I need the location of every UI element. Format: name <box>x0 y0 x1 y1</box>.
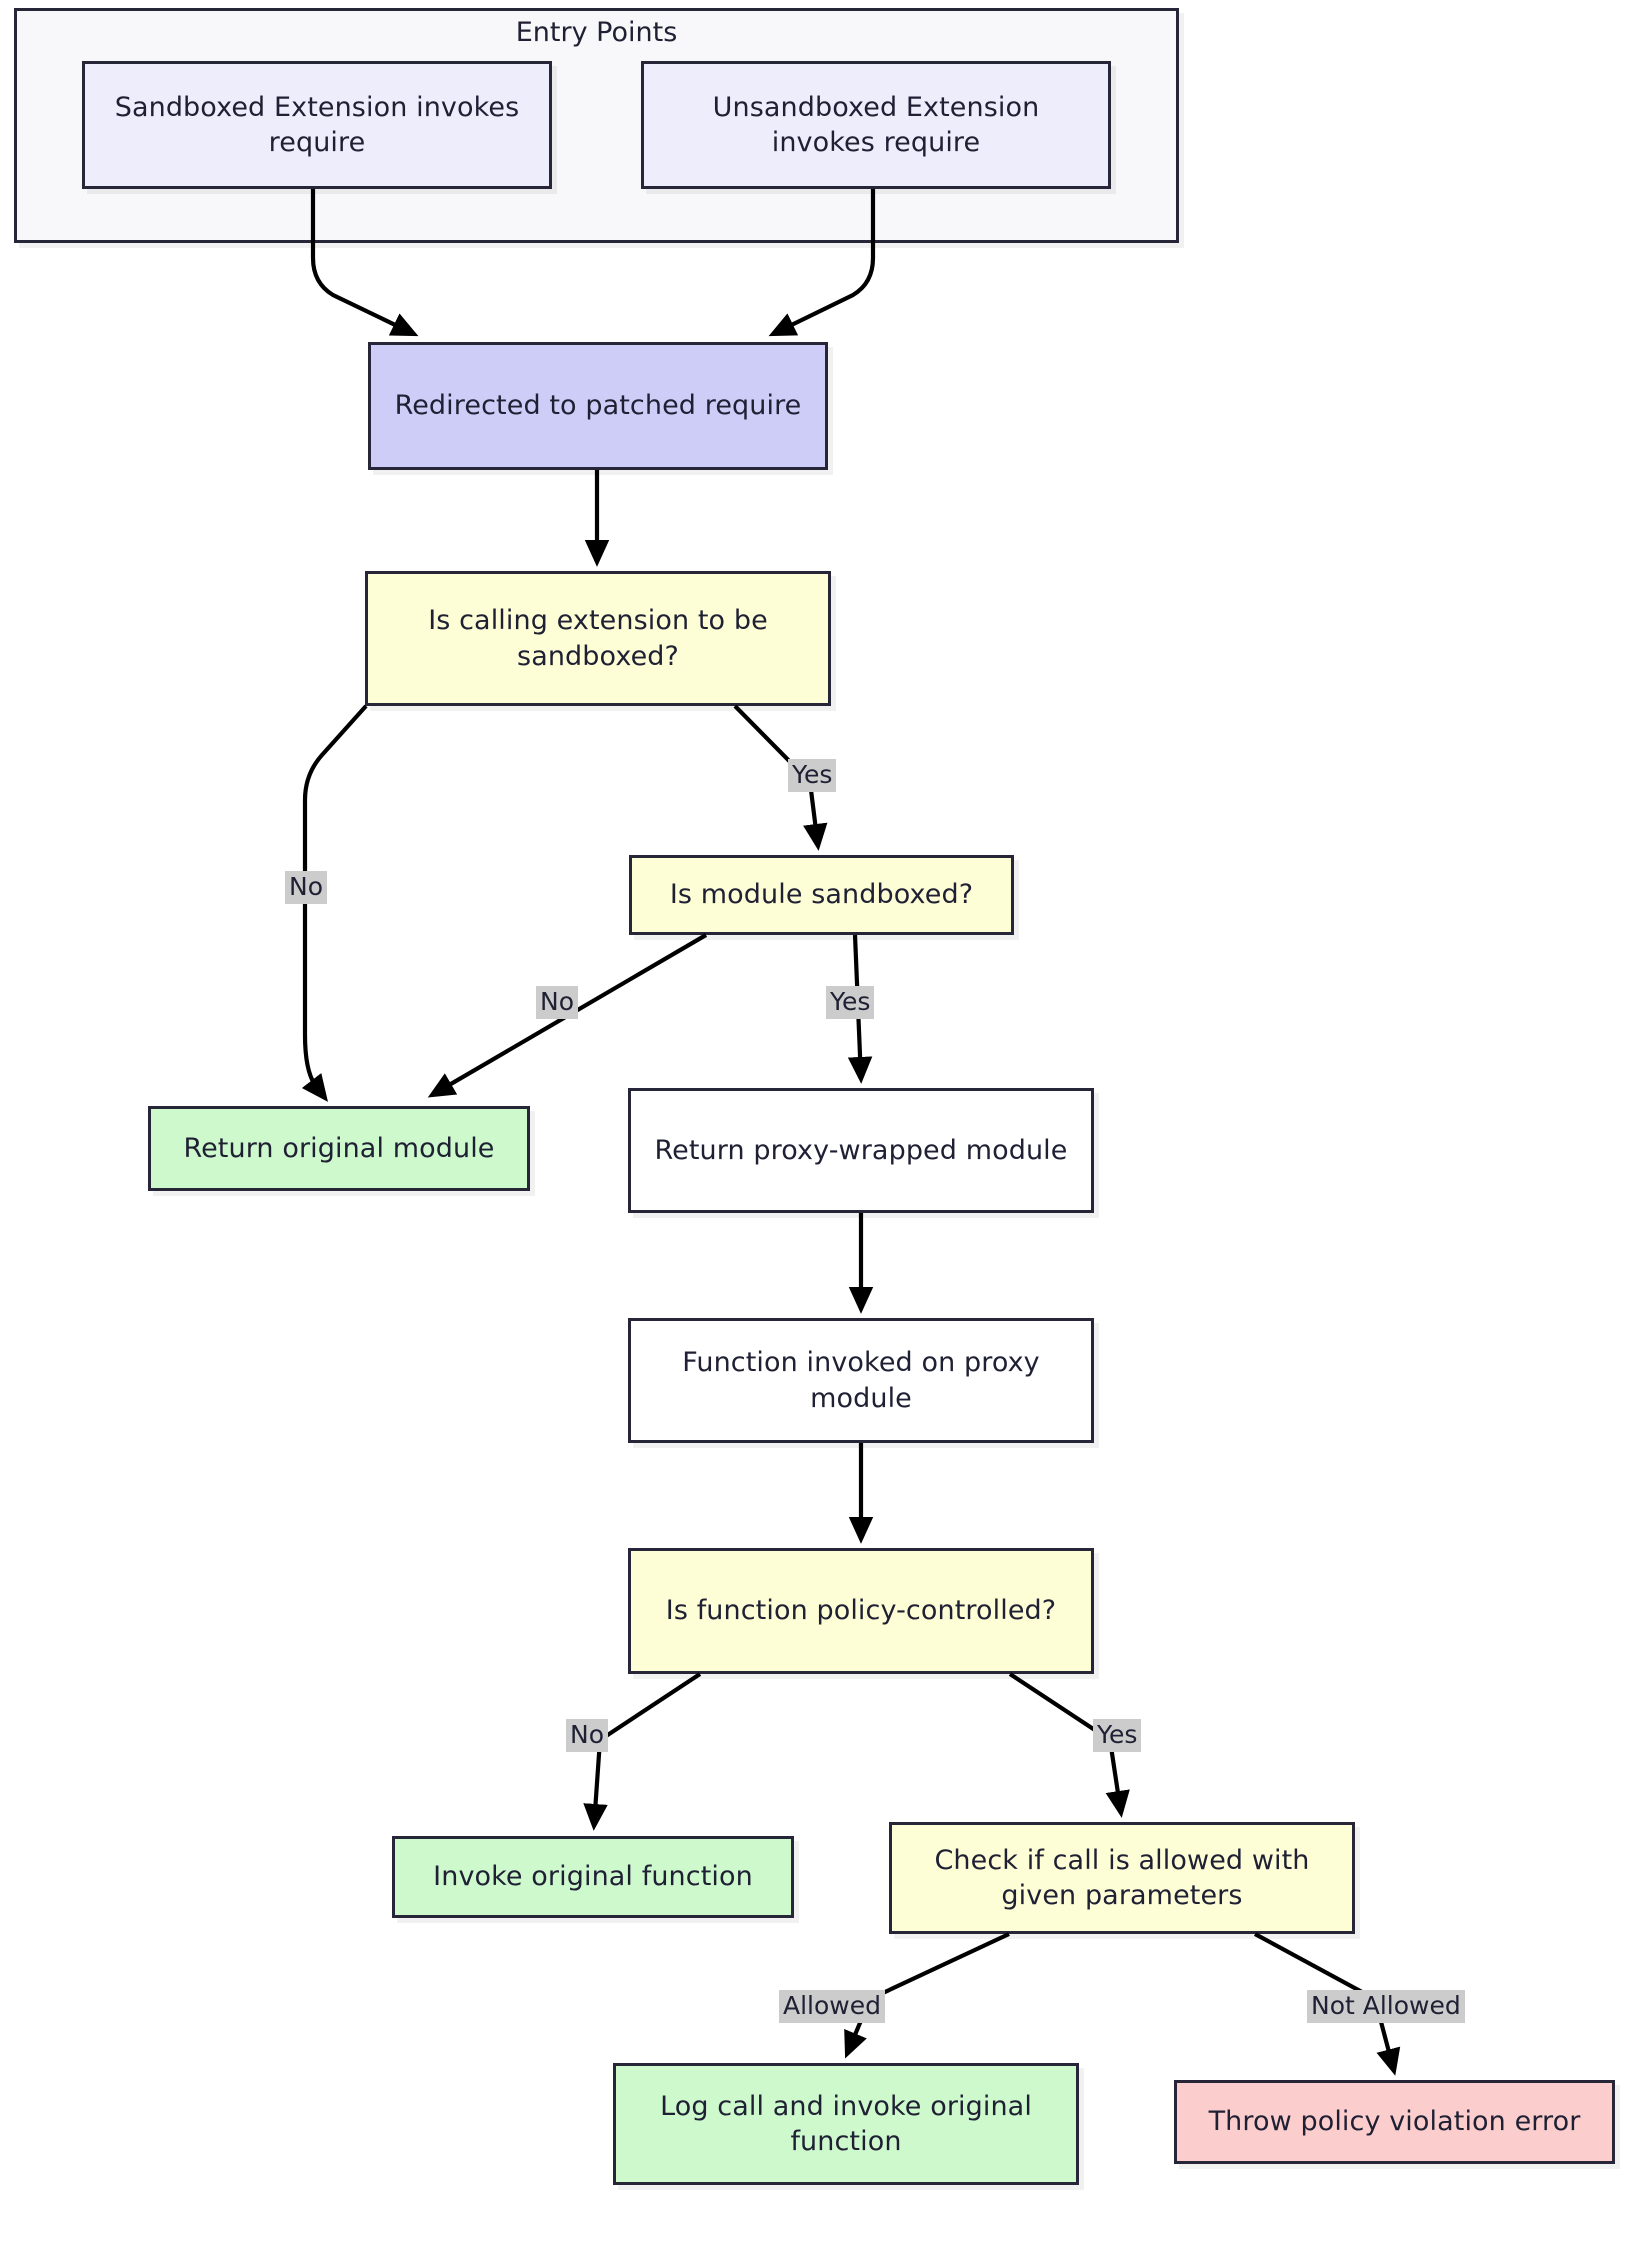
node-sandboxed-extension[interactable]: Sandboxed Extension invokes require <box>82 61 552 189</box>
edge-label-yes-2: Yes <box>826 986 875 1019</box>
edge-label-allowed: Allowed <box>779 1990 885 2023</box>
edge-unsandboxed-to-patched <box>768 189 876 337</box>
edge-label-no-2: No <box>536 986 578 1019</box>
edge-calling-no-to-return-original <box>301 704 368 1102</box>
edge-policy-no-to-invoke-original <box>583 1672 702 1831</box>
node-patched-require[interactable]: Redirected to patched require <box>368 342 828 470</box>
edge-label-not-allowed: Not Allowed <box>1307 1990 1465 2023</box>
node-throw-policy-error[interactable]: Throw policy violation error <box>1174 2080 1615 2164</box>
edge-label-no-1: No <box>285 871 327 904</box>
edge-sandboxed-to-patched <box>310 189 419 337</box>
node-is-calling-extension-sandboxed[interactable]: Is calling extension to be sandboxed? <box>365 571 831 706</box>
edge-label-no-3: No <box>566 1719 608 1752</box>
node-return-proxy-module[interactable]: Return proxy-wrapped module <box>628 1088 1094 1213</box>
cluster-title-entry-points: Entry Points <box>515 17 678 48</box>
node-is-module-sandboxed[interactable]: Is module sandboxed? <box>629 855 1014 935</box>
node-log-and-invoke[interactable]: Log call and invoke original function <box>613 2063 1079 2185</box>
node-invoke-original-function[interactable]: Invoke original function <box>392 1836 794 1918</box>
node-check-call-allowed[interactable]: Check if call is allowed with given para… <box>889 1822 1355 1934</box>
edge-label-yes-3: Yes <box>1093 1719 1142 1752</box>
node-function-invoked[interactable]: Function invoked on proxy module <box>628 1318 1094 1443</box>
edge-label-yes-1: Yes <box>788 759 837 792</box>
node-return-original-module[interactable]: Return original module <box>148 1106 530 1191</box>
node-is-function-policy-controlled[interactable]: Is function policy-controlled? <box>628 1548 1094 1674</box>
node-unsandboxed-extension[interactable]: Unsandboxed Extension invokes require <box>641 61 1111 189</box>
